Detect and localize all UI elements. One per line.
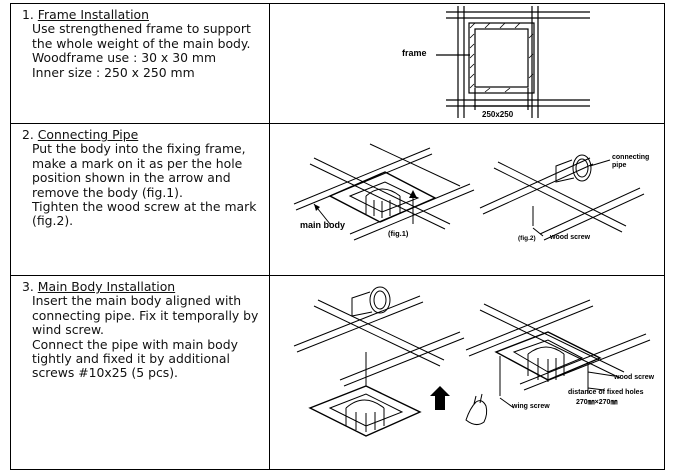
step-line: Tighten the wood screw at the mark (fig.… [32, 199, 257, 229]
wood-screw-label: wood screw [613, 374, 655, 381]
frame-installation-figure: frame 250x250 [402, 6, 590, 119]
step-text-cell: 3. Main Body Installation Insert the mai… [10, 275, 270, 470]
step-line: Put the body into the fixing frame, make… [32, 141, 246, 200]
step-number: 3. [22, 279, 34, 294]
step-number: 2. [22, 127, 34, 142]
step-text-cell: 1. Frame Installation Use strengthened f… [10, 3, 270, 124]
fig1-label: (fig.1) [388, 229, 409, 238]
frame-label: frame [402, 48, 427, 58]
step-row-main-body-installation: 3. Main Body Installation Insert the mai… [10, 275, 665, 470]
installation-steps-table: 1. Frame Installation Use strengthened f… [10, 3, 665, 470]
step-figure-cell: main body (fig.1) connecting pipe wood s… [269, 123, 665, 276]
step-row-connecting-pipe: 2. Connecting Pipe Put the body into the… [10, 123, 665, 276]
dimension-label: 250x250 [482, 110, 514, 119]
step-line: Woodframe use : 30 x 30 mm [32, 50, 217, 66]
step-figure-cell: frame 250x250 [269, 3, 665, 124]
main-body-label: main body [300, 220, 345, 230]
step-title: Connecting Pipe [37, 127, 139, 142]
step-description: Use strengthened frame to support the wh… [32, 22, 263, 80]
step-number: 1. [22, 7, 34, 22]
step-figure-cell: wood screw distance of fixed holes 270㎜×… [269, 275, 665, 470]
main-body-installation-figure: wood screw distance of fixed holes 270㎜×… [293, 286, 655, 437]
connecting-pipe-figure: main body (fig.1) connecting pipe wood s… [293, 143, 649, 242]
distance-label: distance of fixed holes [568, 389, 644, 396]
step-description: Insert the main body aligned with connec… [32, 293, 263, 381]
fig2-label: (fig.2) [518, 235, 536, 242]
step-text-cell: 2. Connecting Pipe Put the body into the… [10, 123, 270, 276]
step-line: Insert the main body aligned with connec… [32, 293, 259, 338]
step-line: Use strengthened frame to support the wh… [32, 21, 251, 51]
step-title: Main Body Installation [37, 279, 176, 294]
step-row-frame-installation: 1. Frame Installation Use strengthened f… [10, 3, 665, 124]
step-description: Put the body into the fixing frame, make… [32, 142, 263, 228]
step-line: Connect the pipe with main body tightly … [32, 336, 238, 381]
connecting-label: connecting [612, 154, 649, 161]
step-line: Inner size : 250 x 250 mm [32, 64, 195, 80]
wing-screw-label: wing screw [511, 403, 550, 410]
wood-screw-label: wood screw [549, 234, 591, 241]
step-title: Frame Installation [37, 7, 149, 22]
size-label: 270㎜×270㎜ [576, 399, 617, 406]
pipe-label: pipe [612, 162, 626, 169]
